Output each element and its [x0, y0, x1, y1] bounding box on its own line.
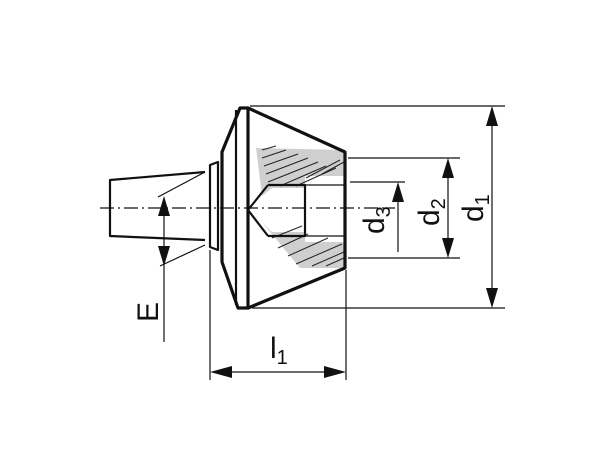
cone-outline	[246, 106, 347, 310]
bore-tip	[246, 184, 269, 237]
label-e: E	[132, 302, 165, 322]
hatch-lines	[261, 145, 345, 267]
label-d3: d3	[358, 206, 395, 234]
label-d1: d1	[457, 194, 494, 222]
dimension-d3: d3	[358, 182, 404, 252]
shank-taper-line-lower	[159, 244, 206, 267]
extension-lines	[250, 105, 505, 380]
label-d2: d2	[413, 198, 450, 226]
shank-outline	[108, 170, 206, 242]
neck	[208, 160, 220, 380]
dimension-l1: l1	[210, 332, 346, 378]
shank-taper-line	[157, 171, 206, 198]
label-l1: l1	[270, 332, 288, 369]
inner-bore-outline	[268, 183, 307, 238]
countersink-head	[220, 106, 347, 310]
shank	[108, 170, 206, 267]
hatched-section	[256, 145, 345, 268]
dimension-d1: d1	[457, 106, 498, 308]
neck-outline	[208, 160, 220, 252]
dimension-e: E	[132, 196, 170, 342]
dimension-d2: d2	[413, 158, 454, 258]
